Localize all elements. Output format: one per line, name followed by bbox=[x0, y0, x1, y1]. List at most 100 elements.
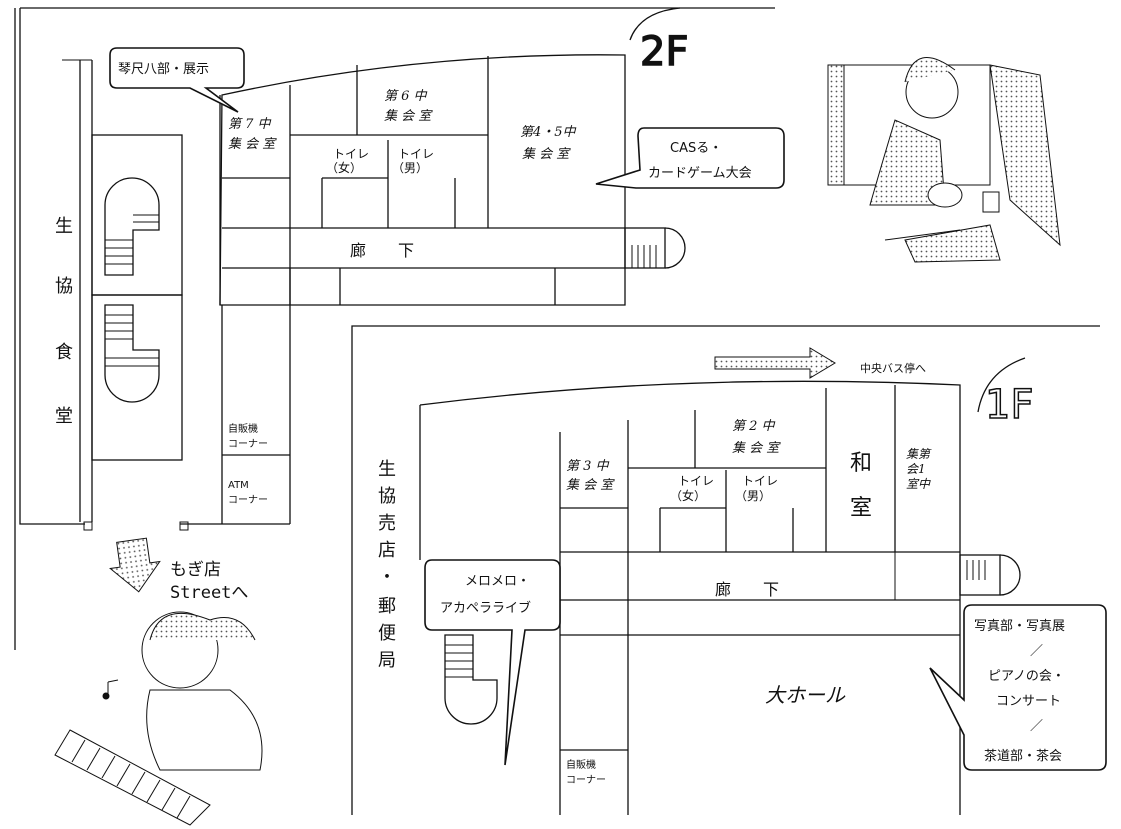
svg-text:郵: 郵 bbox=[378, 596, 396, 617]
f1-washitsu-label: 和 室 bbox=[850, 451, 872, 521]
svg-text:／: ／ bbox=[1030, 644, 1043, 659]
svg-text:集 会 室: 集 会 室 bbox=[522, 146, 571, 162]
svg-text:第 7 中: 第 7 中 bbox=[228, 117, 272, 132]
f2-toilet-f-label: トイレ （女） bbox=[326, 147, 369, 175]
floor-2f-plan: 2F 生 協 食 堂 第 7 中 集 会 室 第 6 中 集 会 室 第4・5中… bbox=[19, 7, 785, 603]
f1-room2-label: 第 2 中 集 会 室 bbox=[732, 419, 781, 456]
f2-pillar bbox=[179, 521, 189, 531]
svg-text:（男）: （男） bbox=[735, 489, 771, 503]
svg-text:室: 室 bbox=[906, 477, 920, 491]
svg-text:便: 便 bbox=[378, 623, 396, 644]
f2-room6-label: 第 6 中 集 会 室 bbox=[384, 89, 433, 124]
svg-text:食: 食 bbox=[55, 342, 73, 363]
street-sign-label: もぎ店 Streetへ bbox=[170, 560, 248, 603]
f2-toilet-walls bbox=[321, 140, 456, 228]
f1-toilet-m-label: トイレ （男） bbox=[735, 474, 778, 503]
svg-text:第: 第 bbox=[918, 447, 932, 461]
f2-stair-lower bbox=[104, 304, 160, 403]
f2-bubble-cas-text: CASる・ カードゲーム大会 bbox=[648, 141, 752, 181]
f2-label-arc bbox=[629, 7, 681, 41]
svg-text:ピアノの会・: ピアノの会・ bbox=[988, 669, 1065, 684]
svg-text:第4・5中: 第4・5中 bbox=[520, 125, 577, 140]
f2-pillar bbox=[83, 521, 93, 531]
f2-bubble-koto-text: 琴尺八部・展示 bbox=[118, 62, 209, 77]
svg-text:写真部・写真展: 写真部・写真展 bbox=[974, 619, 1065, 634]
f2-toilet-m-label: トイレ （男） bbox=[392, 147, 434, 175]
svg-text:（女）: （女） bbox=[326, 160, 362, 175]
svg-text:トイレ: トイレ bbox=[742, 474, 778, 488]
svg-text:局: 局 bbox=[378, 650, 396, 671]
f1-vending-column bbox=[559, 600, 629, 815]
svg-text:売: 売 bbox=[378, 513, 396, 534]
f2-outer-wall-left bbox=[19, 8, 85, 525]
floor-2f-label: 2F bbox=[640, 29, 688, 75]
svg-text:メロメロ・: メロメロ・ bbox=[465, 574, 530, 589]
svg-text:協: 協 bbox=[55, 276, 73, 297]
svg-text:（男）: （男） bbox=[392, 161, 428, 175]
svg-text:生: 生 bbox=[55, 216, 73, 237]
svg-text:室: 室 bbox=[850, 496, 872, 521]
svg-text:和: 和 bbox=[850, 451, 872, 476]
bus-stop-label: 中央バス停へ bbox=[860, 361, 926, 375]
f1-vending-label: 自販機 コーナー bbox=[566, 758, 606, 786]
svg-text:アカペラライブ: アカペラライブ bbox=[440, 600, 531, 616]
f2-side-stair bbox=[664, 227, 686, 269]
svg-text:（女）: （女） bbox=[670, 488, 706, 503]
f1-room1-label: 第 1 中 集 会 室 bbox=[906, 447, 932, 491]
svg-text:CASる・: CASる・ bbox=[670, 141, 722, 156]
svg-text:集: 集 bbox=[906, 447, 919, 461]
svg-text:コーナー: コーナー bbox=[228, 494, 268, 506]
f1-side-stair bbox=[999, 554, 1021, 596]
f1-corridor-label: 廊 下 bbox=[715, 580, 779, 599]
svg-text:トイレ: トイレ bbox=[398, 147, 434, 161]
f2-stair-treads bbox=[105, 214, 159, 265]
f1-toilet-f-label: トイレ （女） bbox=[670, 474, 714, 503]
tea-ceremony-illustration bbox=[827, 57, 1061, 263]
f1-bubble-photo bbox=[929, 604, 1107, 771]
svg-text:1: 1 bbox=[918, 462, 926, 476]
svg-text:茶道部・茶会: 茶道部・茶会 bbox=[984, 748, 1062, 764]
f1-outer-frame bbox=[351, 325, 1100, 815]
f1-building-outline bbox=[419, 380, 961, 815]
f2-stairwell bbox=[91, 294, 183, 461]
f1-room3-label: 第 3 中 集 会 室 bbox=[566, 459, 615, 493]
svg-text:集 会 室: 集 会 室 bbox=[384, 108, 433, 124]
f2-stair-treads bbox=[105, 314, 159, 367]
floor-1f-plan: 中央バス停へ 1F 生 協 売 店 bbox=[351, 325, 1107, 815]
svg-text:自販機: 自販機 bbox=[566, 758, 596, 771]
f2-room45-label: 第4・5中 集 会 室 bbox=[520, 125, 577, 162]
svg-text:店: 店 bbox=[378, 540, 396, 561]
f1-hall-label: 大ホール bbox=[765, 683, 846, 707]
svg-text:集 会 室: 集 会 室 bbox=[732, 440, 781, 456]
svg-text:・: ・ bbox=[378, 567, 396, 588]
piano-player-illustration bbox=[54, 611, 263, 826]
svg-text:もぎ店: もぎ店 bbox=[170, 560, 221, 580]
svg-text:第 6 中: 第 6 中 bbox=[384, 89, 428, 104]
svg-text:堂: 堂 bbox=[55, 406, 73, 427]
f2-vending-column bbox=[221, 305, 291, 524]
f2-atm-label: ATM コーナー bbox=[228, 480, 268, 506]
right-arrow-icon bbox=[714, 347, 836, 379]
f1-coop-store-label: 生 協 売 店 ・ 郵 便 局 bbox=[378, 459, 396, 671]
f2-vending-label: 自販機 コーナー bbox=[228, 422, 268, 450]
svg-text:協: 協 bbox=[378, 486, 396, 507]
f2-corridor-label: 廊 下 bbox=[350, 241, 414, 260]
svg-text:集 会 室: 集 会 室 bbox=[566, 477, 615, 493]
svg-text:コーナー: コーナー bbox=[228, 438, 268, 450]
svg-text:コーナー: コーナー bbox=[566, 774, 606, 786]
svg-text:Streetへ: Streetへ bbox=[170, 583, 248, 603]
svg-text:コンサート: コンサート bbox=[996, 694, 1061, 709]
f2-bubble-koto bbox=[109, 47, 245, 113]
f1-bubble-melo bbox=[424, 559, 561, 766]
svg-text:第 2 中: 第 2 中 bbox=[732, 419, 776, 434]
svg-text:自販機: 自販機 bbox=[228, 422, 258, 435]
f1-label-arc bbox=[977, 357, 1026, 413]
f2-stair-upper bbox=[104, 177, 160, 276]
svg-text:生: 生 bbox=[378, 459, 396, 480]
svg-text:ATM: ATM bbox=[228, 480, 249, 491]
f1-bubble-melo-text: メロメロ・ アカペラライブ bbox=[440, 574, 531, 616]
svg-text:中: 中 bbox=[918, 477, 931, 491]
down-arrow-icon bbox=[109, 537, 161, 593]
floor-1f-label: 1F bbox=[985, 382, 1033, 428]
